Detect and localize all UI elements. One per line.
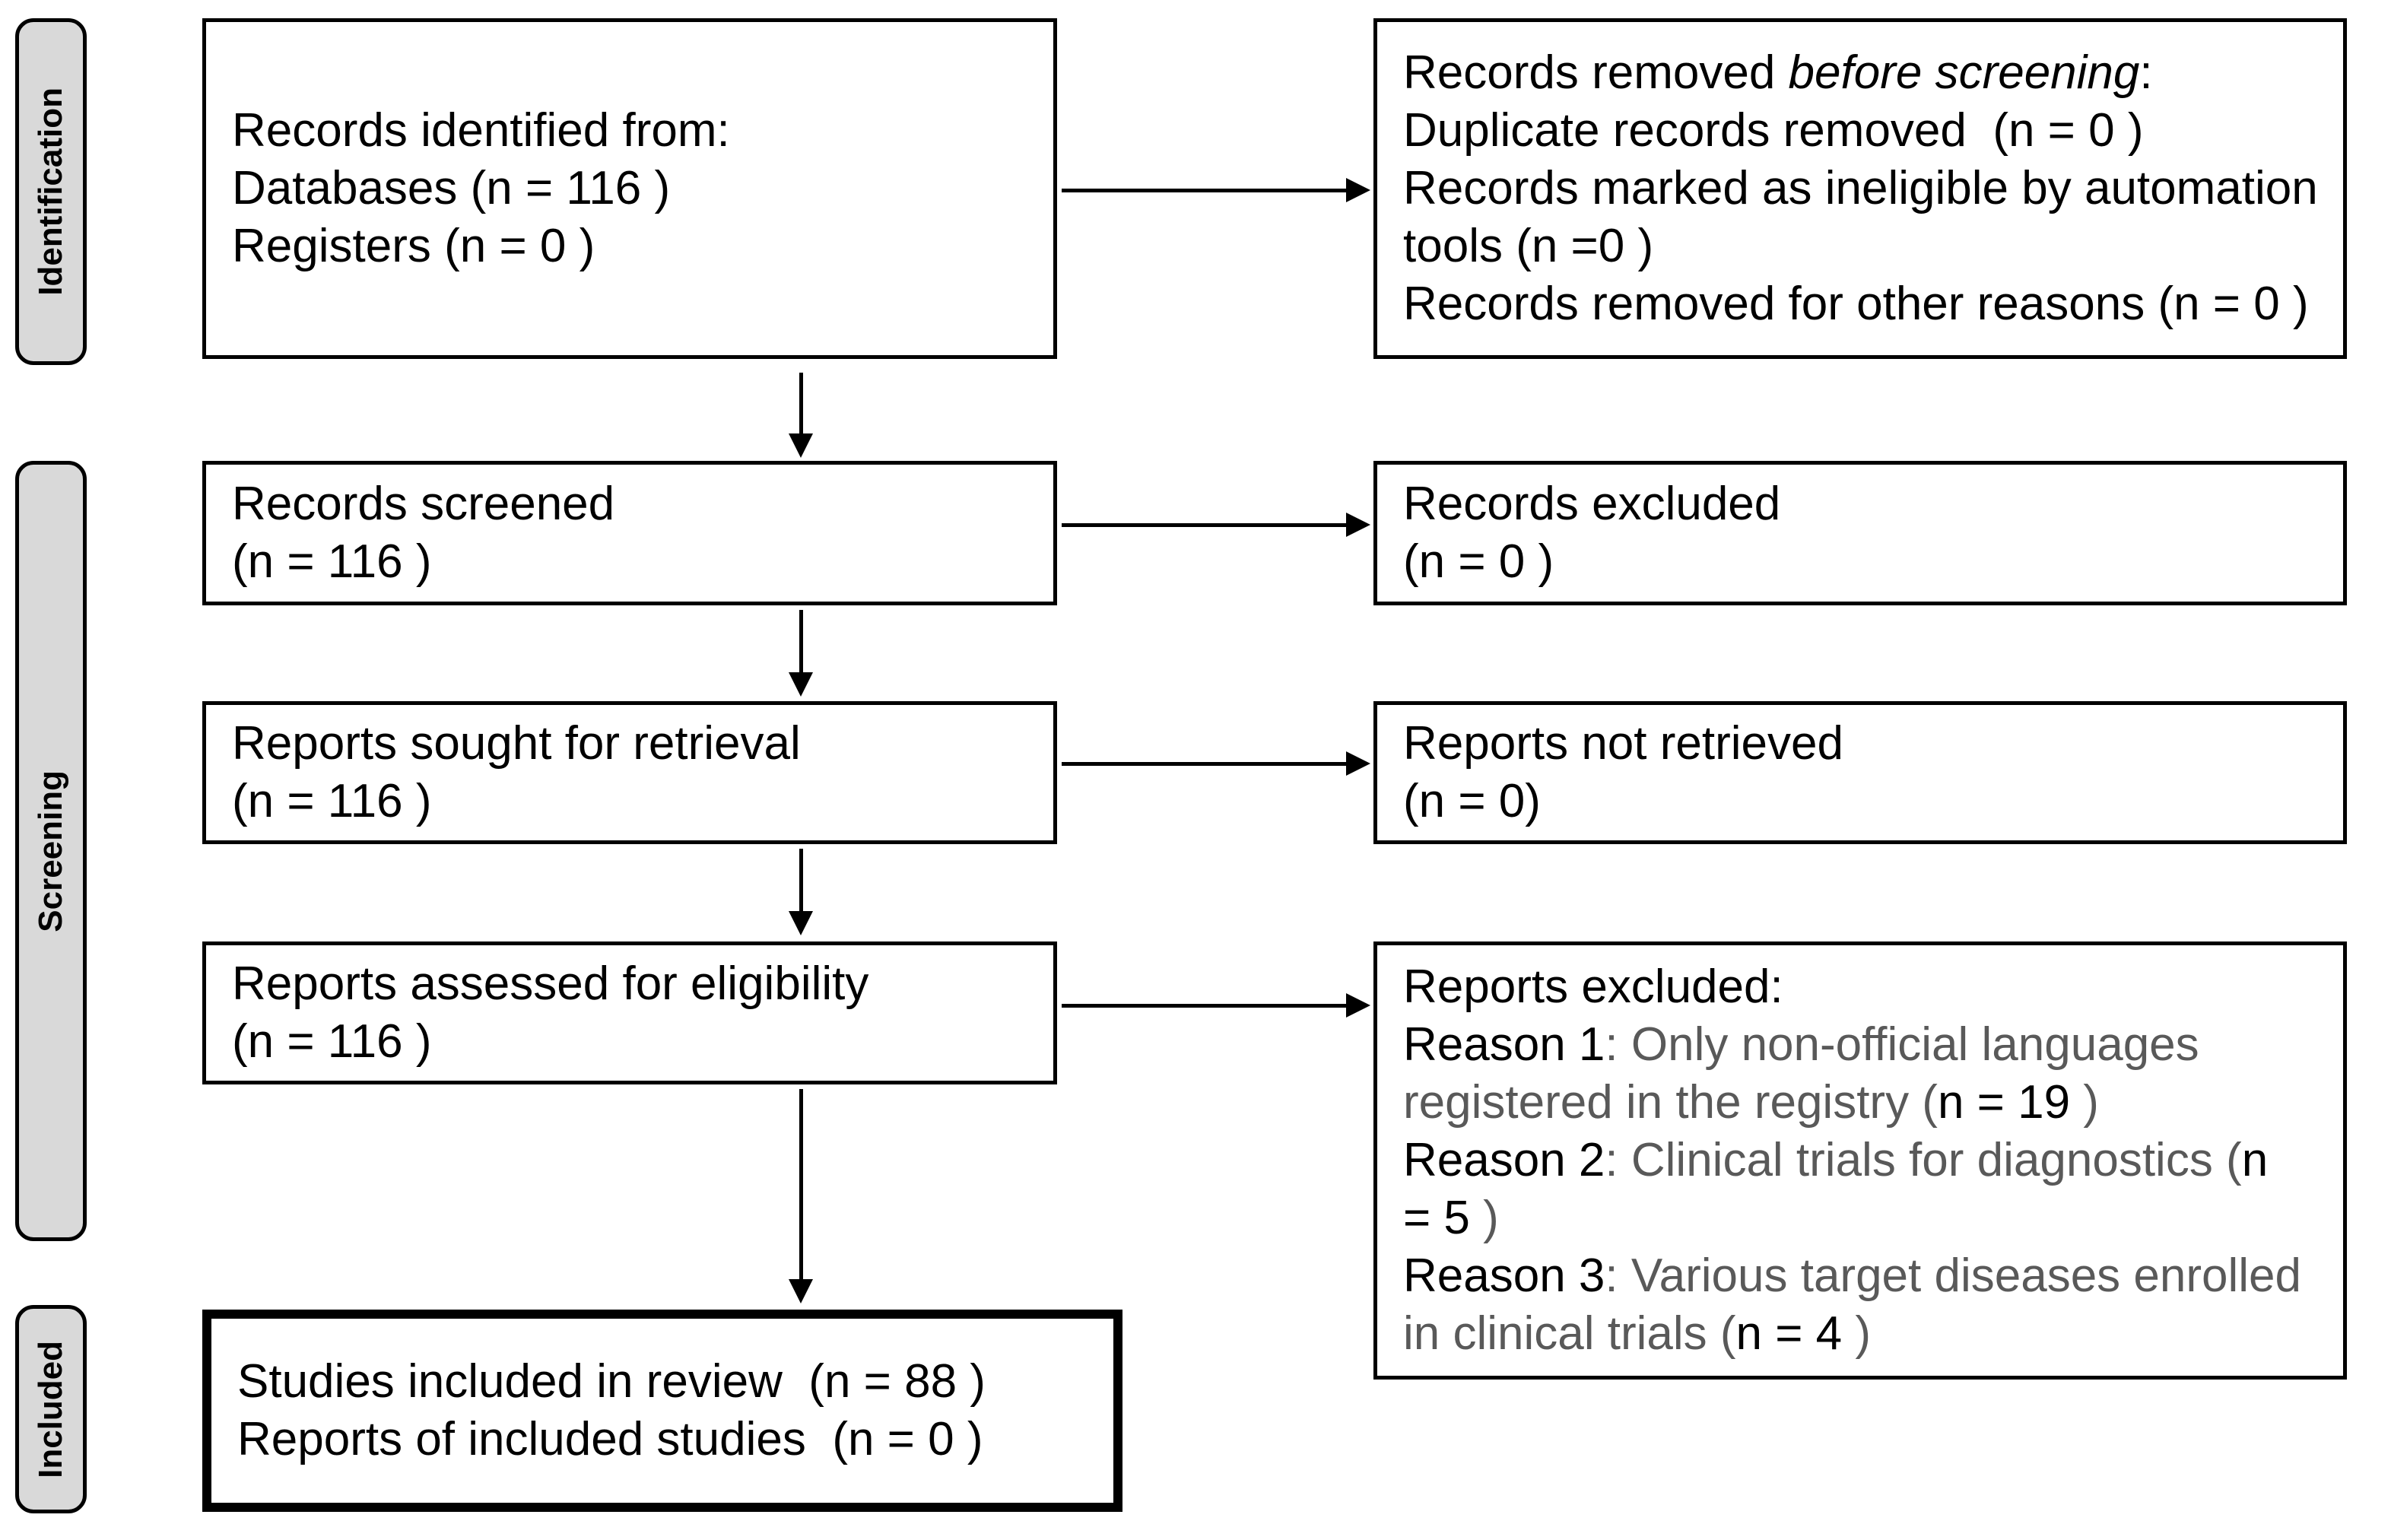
text-line: Databases (n = 116 ) [232,162,671,214]
stage-screening-label: Screening [32,770,69,932]
text-line: Duplicate records removed (n = 0 ) [1403,104,2144,157]
box-records-screened: Records screened (n = 116 ) [202,461,1057,605]
arrow-sought-to-not-retrieved-line [1062,762,1348,766]
text-line: in clinical trials (n = 4 ) [1403,1305,2339,1363]
stage-included-label: Included [32,1340,69,1478]
arrow-assessed-to-excluded-line [1062,1004,1348,1008]
arrow-sought-to-assessed-head [789,911,813,935]
text-line: Reason 2: Clinical trials for diagnostic… [1403,1132,2339,1189]
text-line: Reports not retrieved [1403,717,1843,770]
arrow-identified-to-screened-line [799,373,803,435]
arrow-screened-to-sought-line [799,610,803,674]
text-line: = 5 ) [1403,1189,2339,1247]
text-line: (n = 116 ) [232,1015,432,1068]
reason-2-description: : Clinical trials for diagnostics ( [1605,1134,2242,1186]
reason-1-label: Reason 1 [1403,1018,1605,1071]
box-reports-sought: Reports sought for retrieval (n = 116 ) [202,701,1057,844]
stage-included: Included [15,1305,87,1513]
arrow-assessed-to-excluded-head [1346,993,1370,1018]
text-segment-italic: before screening [1788,46,2140,99]
reason-1-description: : Only non-official languages [1605,1018,2199,1071]
reason-2-count: = 5 [1403,1192,1470,1244]
arrow-assessed-to-included-line [799,1089,803,1281]
reason-1-close: ) [2070,1076,2099,1129]
text-line: (n = 0) [1403,775,1541,827]
arrow-assessed-to-included-head [789,1279,813,1303]
text-line: Records excluded [1403,478,1781,530]
text-line: Reports assessed for eligibility [232,957,869,1010]
text-line: registered in the registry (n = 19 ) [1403,1074,2339,1132]
reason-3-close: ) [1842,1307,1872,1360]
text-line: Records removed for other reasons (n = 0… [1403,278,2309,330]
arrow-identified-to-removed-head [1346,178,1370,202]
text-line: Records marked as ineligible by automati… [1403,162,2318,214]
box-reports-not-retrieved: Reports not retrieved (n = 0) [1373,701,2347,844]
reason-3-continuation: in clinical trials ( [1403,1307,1736,1360]
text-line: Reason 1: Only non-official languages [1403,1016,2339,1074]
text-line: Records removed before screening: [1403,44,2339,102]
reason-1-continuation: registered in the registry ( [1403,1076,1938,1129]
arrow-sought-to-not-retrieved-head [1346,751,1370,776]
arrow-screened-to-excluded-head [1346,513,1370,537]
arrow-screened-to-sought-head [789,672,813,697]
reason-2-count-n: n [2241,1134,2269,1186]
text-line: Reports excluded: [1403,961,1783,1013]
reason-3-description: : Various target diseases enrolled [1605,1249,2302,1302]
text-line: (n = 0 ) [1403,535,1554,588]
box-studies-included: Studies included in review (n = 88 ) Rep… [202,1310,1122,1512]
text-line: Studies included in review (n = 88 ) [237,1355,986,1408]
reason-3-count: n = 4 [1735,1307,1843,1360]
arrow-identified-to-removed-line [1062,189,1348,192]
text-segment: Records removed [1403,46,1789,99]
box-records-identified: Records identified from: Databases (n = … [202,18,1057,359]
arrow-screened-to-excluded-line [1062,523,1348,527]
reason-1-count: n = 19 [1937,1076,2071,1129]
box-reports-excluded: Reports excluded: Reason 1: Only non-off… [1373,941,2347,1380]
text-line: Reports of included studies (n = 0 ) [237,1413,983,1465]
text-line: Reason 3: Various target diseases enroll… [1403,1247,2339,1305]
reason-2-close: ) [1469,1192,1499,1244]
arrow-sought-to-assessed-line [799,849,803,913]
text-line: (n = 116 ) [232,535,432,588]
text-segment: : [2139,46,2153,99]
stage-screening: Screening [15,461,87,1241]
text-line: Records screened [232,478,615,530]
text-line: Reports sought for retrieval [232,717,801,770]
text-line: Registers (n = 0 ) [232,220,595,272]
stage-identification-label: Identification [32,87,69,296]
reason-2-label: Reason 2 [1403,1134,1605,1186]
reason-3-label: Reason 3 [1403,1249,1605,1302]
box-records-excluded: Records excluded (n = 0 ) [1373,461,2347,605]
text-line: (n = 116 ) [232,775,432,827]
box-reports-assessed: Reports assessed for eligibility (n = 11… [202,941,1057,1084]
text-line: tools (n =0 ) [1403,220,1654,272]
stage-identification: Identification [15,18,87,365]
box-records-removed: Records removed before screening: Duplic… [1373,18,2347,359]
arrow-identified-to-screened-head [789,433,813,458]
text-line: Records identified from: [232,104,730,157]
